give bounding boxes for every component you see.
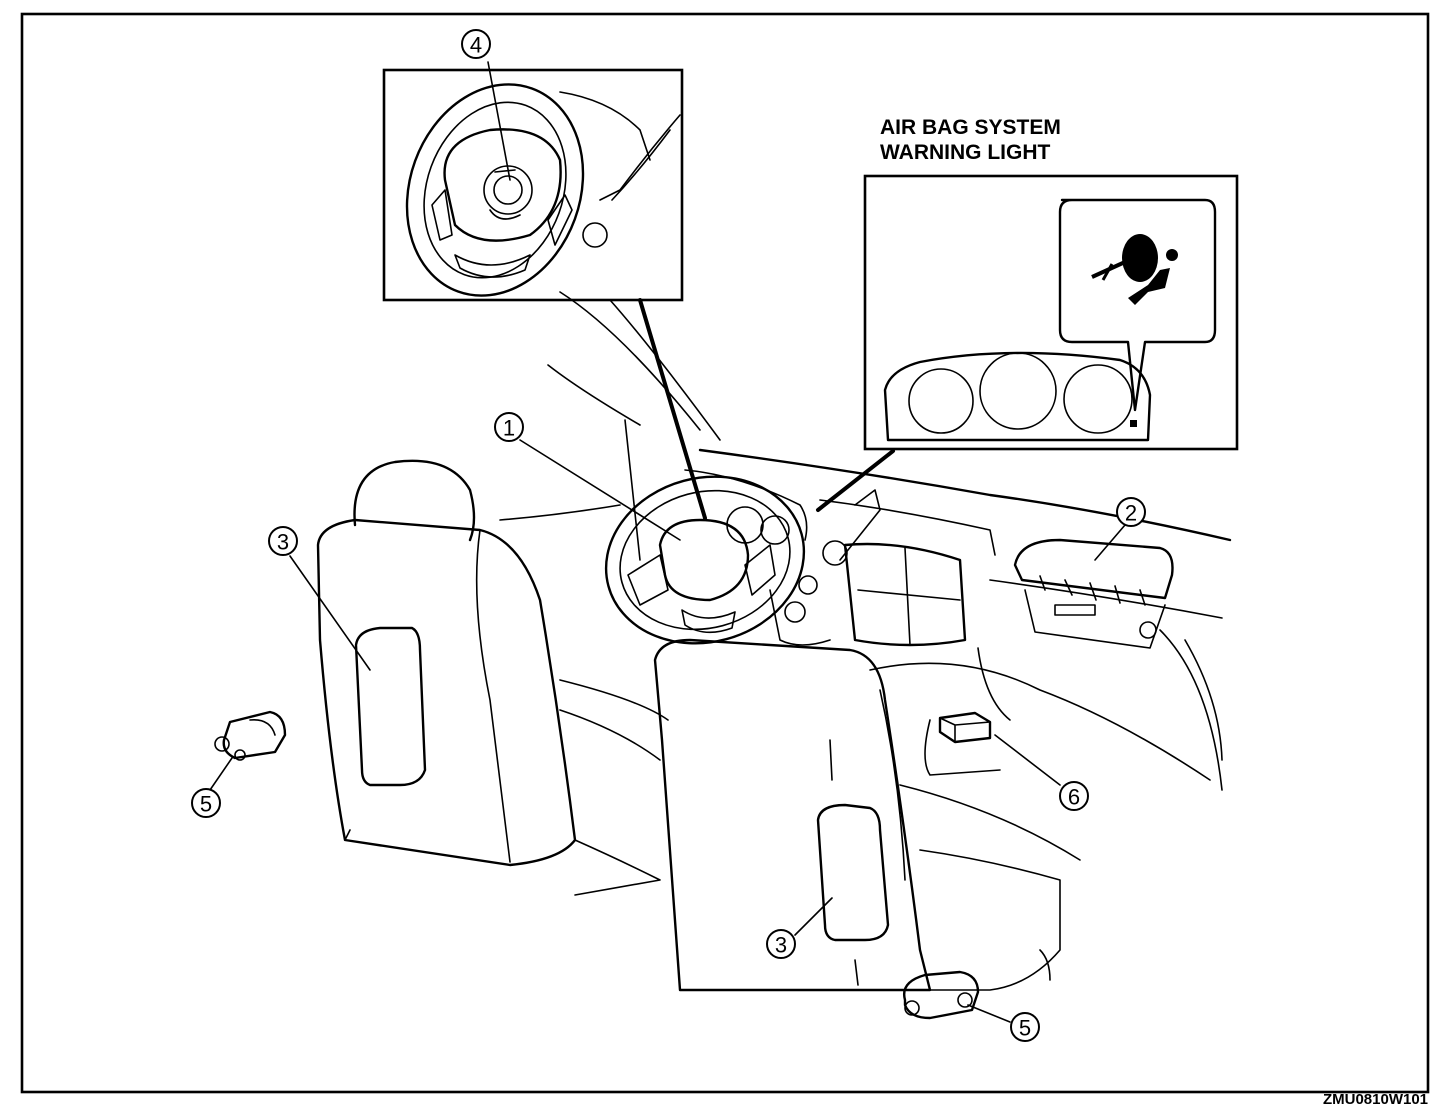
figure-code: ZMU0810W101 — [1323, 1091, 1428, 1108]
svg-text:5: 5 — [1019, 1016, 1031, 1041]
passenger-seat — [653, 638, 1061, 992]
warning-light-label-line2: WARNING LIGHT — [880, 141, 1050, 164]
sas-control-module — [938, 711, 992, 744]
vehicle-cabin-drawing — [214, 291, 1232, 1020]
svg-text:5: 5 — [200, 792, 212, 817]
callout-5-left: 5 — [191, 788, 221, 818]
callout-2: 2 — [1116, 497, 1146, 527]
clock-spring-leader-line — [638, 298, 707, 520]
callout-5-right: 5 — [1010, 1012, 1040, 1042]
airbag-warning-icon — [1091, 234, 1178, 305]
callout-6: 6 — [1059, 781, 1089, 811]
callout-3-driver-seat: 3 — [268, 526, 298, 556]
callout-4: 4 — [461, 29, 491, 59]
side-air-bag-sensor-left — [214, 710, 287, 761]
side-air-bag-sensor-right — [903, 970, 980, 1020]
svg-text:3: 3 — [277, 530, 289, 555]
warning-light-label-line1: AIR BAG SYSTEM — [880, 116, 1061, 139]
svg-text:4: 4 — [470, 33, 482, 58]
callout-leader-lines — [209, 61, 1126, 1023]
callout-1: 1 — [494, 412, 524, 442]
svg-text:1: 1 — [503, 416, 515, 441]
svg-text:2: 2 — [1125, 501, 1137, 526]
steering-wheel-inset — [382, 68, 684, 302]
svg-text:3: 3 — [775, 933, 787, 958]
svg-text:6: 6 — [1068, 785, 1080, 810]
driver-seat — [316, 459, 669, 896]
passenger-airbag-module — [1013, 538, 1174, 649]
warning-light-leader-line — [816, 449, 895, 512]
callout-3-passenger-seat: 3 — [766, 929, 796, 959]
warning-light-inset: AIR BAG SYSTEM WARNING LIGHT — [863, 116, 1239, 451]
